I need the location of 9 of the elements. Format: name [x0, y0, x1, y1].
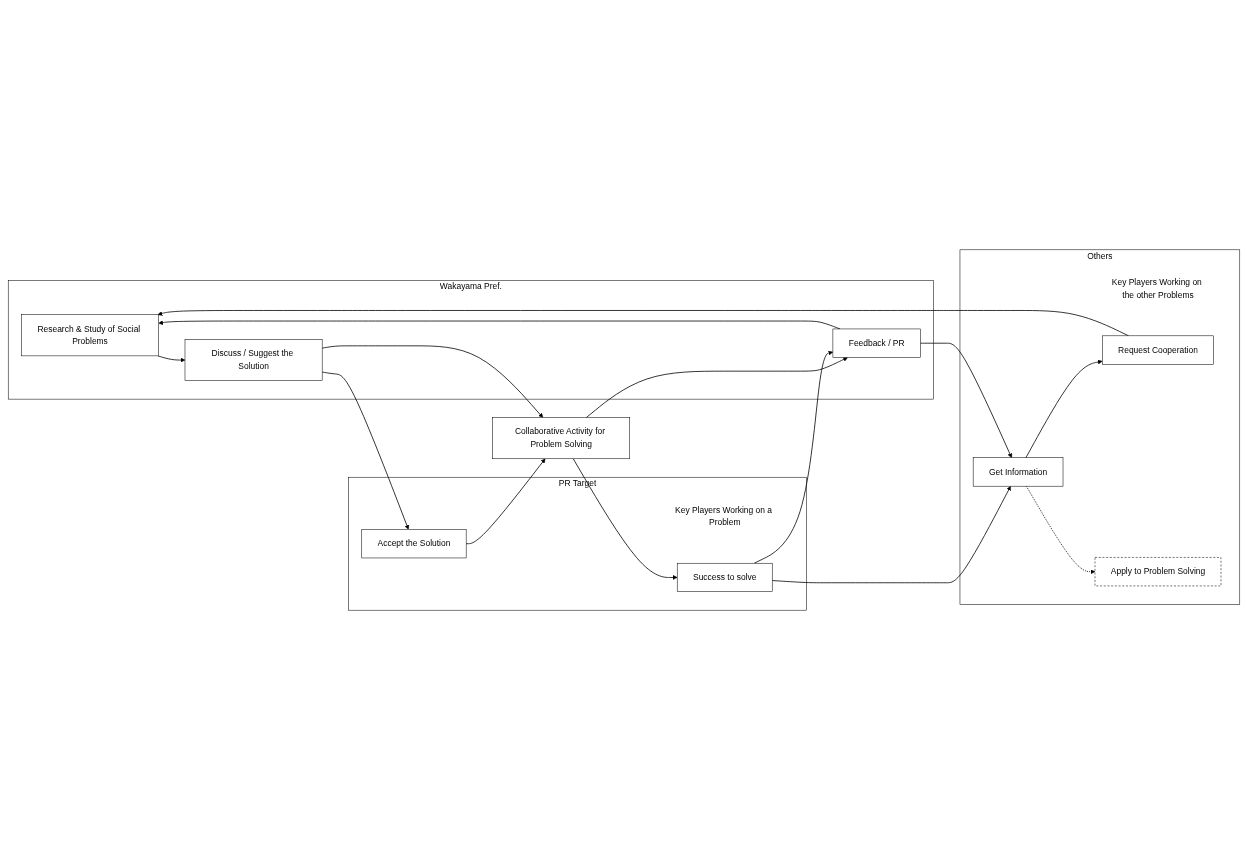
node-box: Accept the Solution — [361, 528, 466, 558]
node-box: Success to solve — [676, 562, 772, 592]
node-box: Get Information — [972, 456, 1063, 486]
node-box: Research & Study of Social Problems — [20, 313, 159, 356]
node-box: Collaborative Activity for Problem Solving — [491, 416, 630, 459]
node-box: Feedback / PR — [832, 328, 921, 358]
node-box: Request Cooperation — [1101, 335, 1214, 365]
node-box: Discuss / Suggest the Solution — [184, 338, 322, 381]
node-box: Apply to Problem Solving — [1094, 556, 1221, 586]
